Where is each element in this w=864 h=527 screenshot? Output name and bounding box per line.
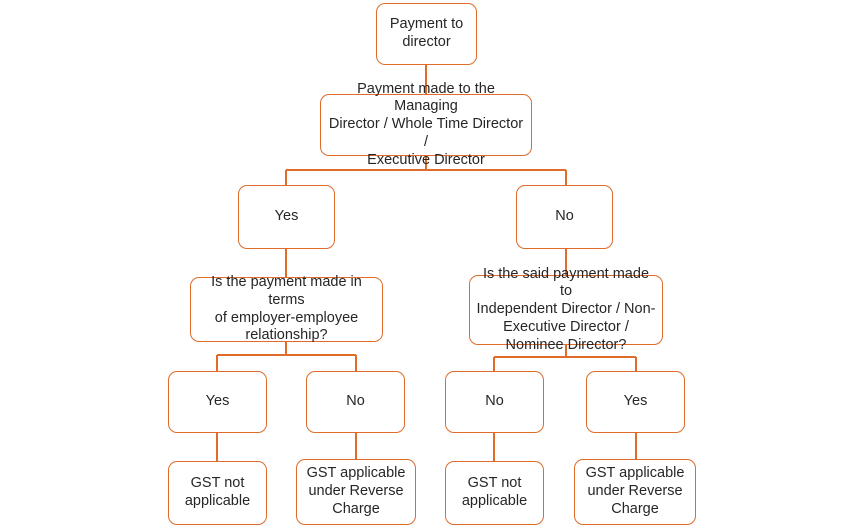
node-label: Payment made to the Managing Director / … [328,80,524,168]
node-label: GST not applicable [184,475,251,509]
node-question-managing-director[interactable]: Payment made to the Managing Director / … [320,81,532,168]
node-outcome-gst-not-applicable-1[interactable]: GST not applicable [168,461,267,525]
node-label: Payment to director [389,16,464,50]
node-question-employer-employee[interactable]: Is the payment made in terms of employer… [190,274,383,344]
node-label: Yes [274,208,299,225]
node-label: No [485,393,504,410]
node-outcome-gst-not-applicable-2[interactable]: GST not applicable [445,461,544,525]
node-label: GST applicable under Reverse Charge [306,465,406,517]
node-answer-q1-no[interactable]: No [516,185,613,249]
node-label: GST applicable under Reverse Charge [585,465,685,517]
node-answer-independent-director-yes[interactable]: Yes [586,371,685,433]
node-answer-employer-employee-yes[interactable]: Yes [168,371,267,433]
node-question-independent-director[interactable]: Is the said payment made to Independent … [469,266,663,353]
node-label: No [555,208,574,225]
node-label: Yes [205,393,230,410]
node-outcome-gst-reverse-charge-2[interactable]: GST applicable under Reverse Charge [574,459,696,525]
node-answer-q1-yes[interactable]: Yes [238,185,335,249]
node-answer-independent-director-no[interactable]: No [445,371,544,433]
node-answer-employer-employee-no[interactable]: No [306,371,405,433]
node-label: No [346,393,365,410]
node-outcome-gst-reverse-charge-1[interactable]: GST applicable under Reverse Charge [296,459,416,525]
node-label: Yes [623,393,648,410]
node-payment-to-director[interactable]: Payment to director [376,3,477,65]
node-label: Is the payment made in terms of employer… [211,274,362,344]
node-label: Is the said payment made to Independent … [476,265,656,353]
node-label: GST not applicable [461,475,528,509]
